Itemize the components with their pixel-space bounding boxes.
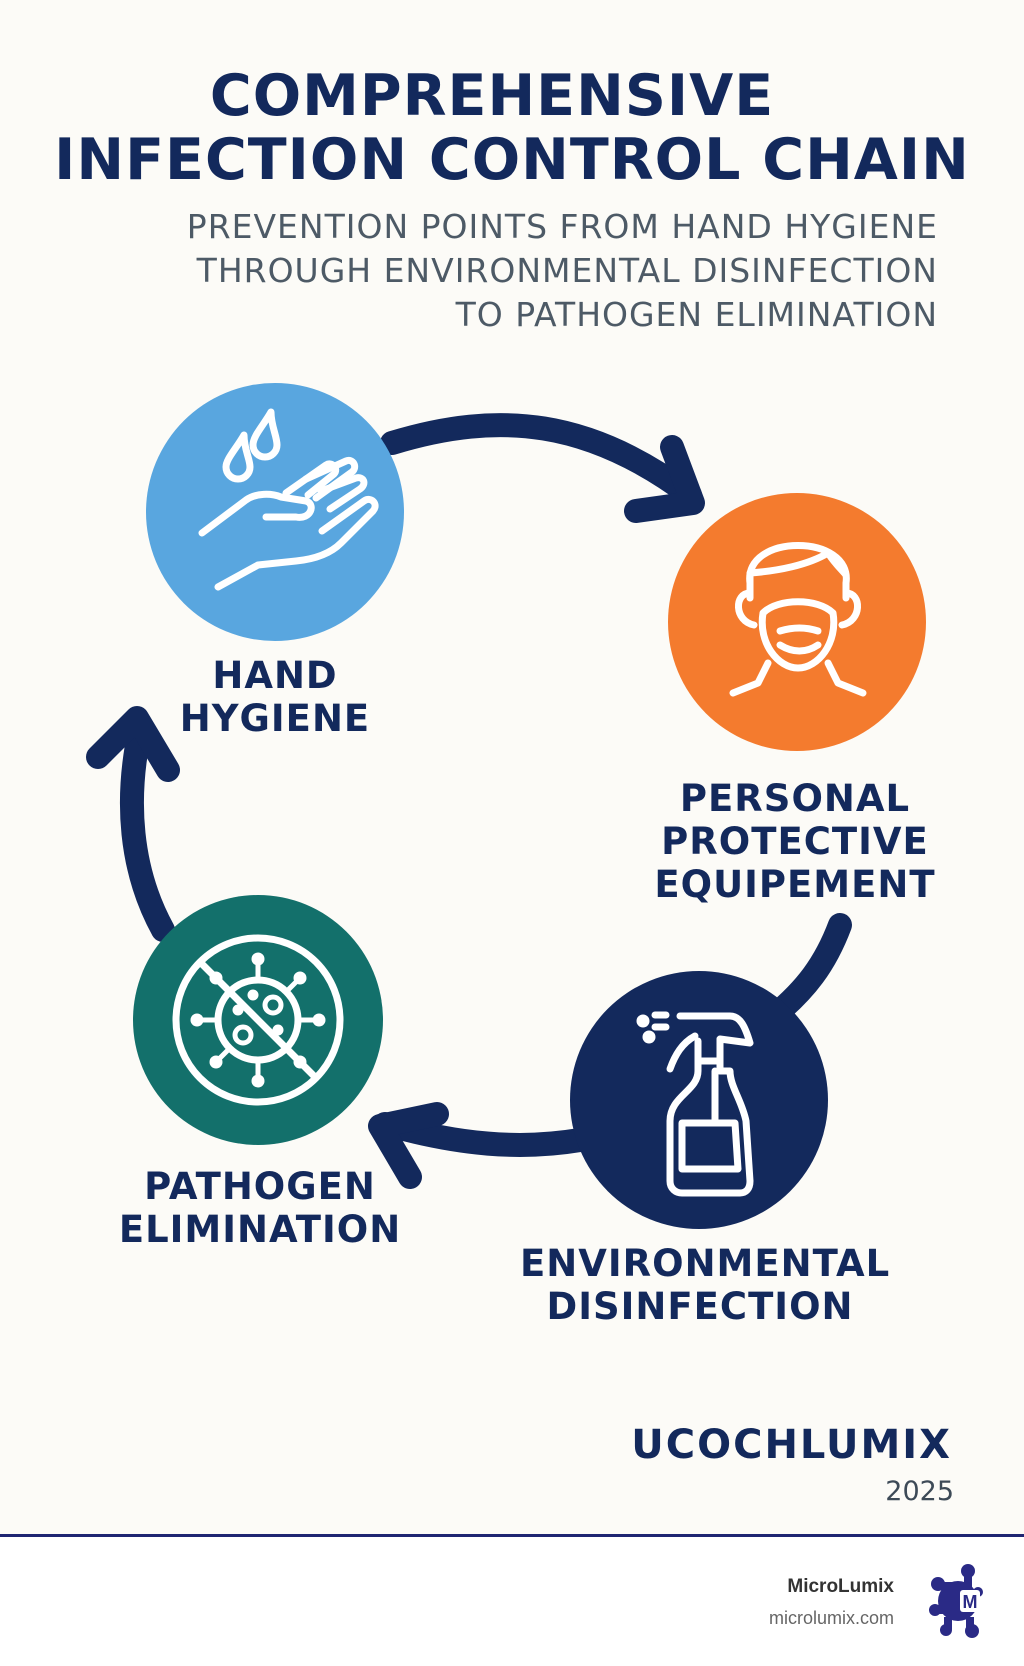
company-name: MicroLumix — [787, 1576, 894, 1597]
step-ppe-label: PERSONAL PROTECTIVE EQUIPEMENT — [654, 777, 936, 906]
microlumix-logo-icon: M — [929, 1564, 983, 1638]
brand-year: 2025 — [885, 1476, 954, 1507]
step-pathogen-elimination-label: PATHOGEN ELIMINATION — [118, 1165, 402, 1251]
subtitle-line-1: PREVENTION POINTS FROM HAND HYGIENE — [186, 207, 938, 246]
step-hand-hygiene-label: HAND HYGIENE — [179, 654, 371, 740]
step-environmental-disinfection-circle — [570, 971, 828, 1229]
no-virus-icon — [172, 934, 344, 1106]
hand-water-drops-icon — [198, 408, 379, 591]
subtitle-line-2: THROUGH ENVIRONMENTAL DISINFECTION — [196, 251, 938, 290]
title-line-1: COMPREHENSIVE — [209, 63, 775, 129]
step-hand-hygiene-circle — [146, 383, 404, 641]
arrow-env-to-pathogen-icon — [368, 1102, 592, 1189]
subtitle-line-3: TO PATHOGEN ELIMINATION — [455, 295, 938, 334]
spray-bottle-icon — [636, 1011, 754, 1197]
company-url[interactable]: microlumix.com — [768, 1608, 894, 1628]
svg-text:M: M — [963, 1592, 978, 1612]
face-mask-icon — [729, 542, 867, 697]
step-ppe-circle — [668, 493, 926, 751]
title-line-2: INFECTION CONTROL CHAIN — [54, 127, 970, 193]
footer — [0, 1537, 1024, 1666]
step-pathogen-elimination-circle — [133, 895, 383, 1145]
brand-wordmark: UCOCHLUMIX — [631, 1422, 952, 1468]
arrow-hand-to-ppe-icon — [380, 413, 705, 523]
step-environmental-disinfection-label: ENVIRONMENTAL DISINFECTION — [520, 1242, 891, 1328]
footer-divider — [0, 1534, 1024, 1537]
arrow-pathogen-to-hand-icon — [86, 706, 180, 942]
